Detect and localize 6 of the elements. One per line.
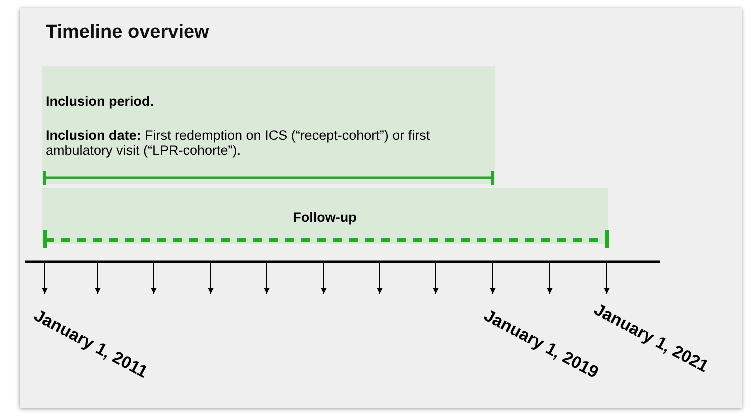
period-box	[42, 66, 495, 184]
period-label: Follow-up	[292, 210, 358, 225]
period-box	[42, 188, 608, 244]
period-heading: Inclusion period.	[46, 94, 156, 109]
inclusion-note: Inclusion date: First redemption on ICS (“recept-cohort”) or first ambulatory visit (“LPR-cohorte”).	[46, 128, 432, 158]
diagram-title: Timeline overview	[46, 22, 210, 44]
